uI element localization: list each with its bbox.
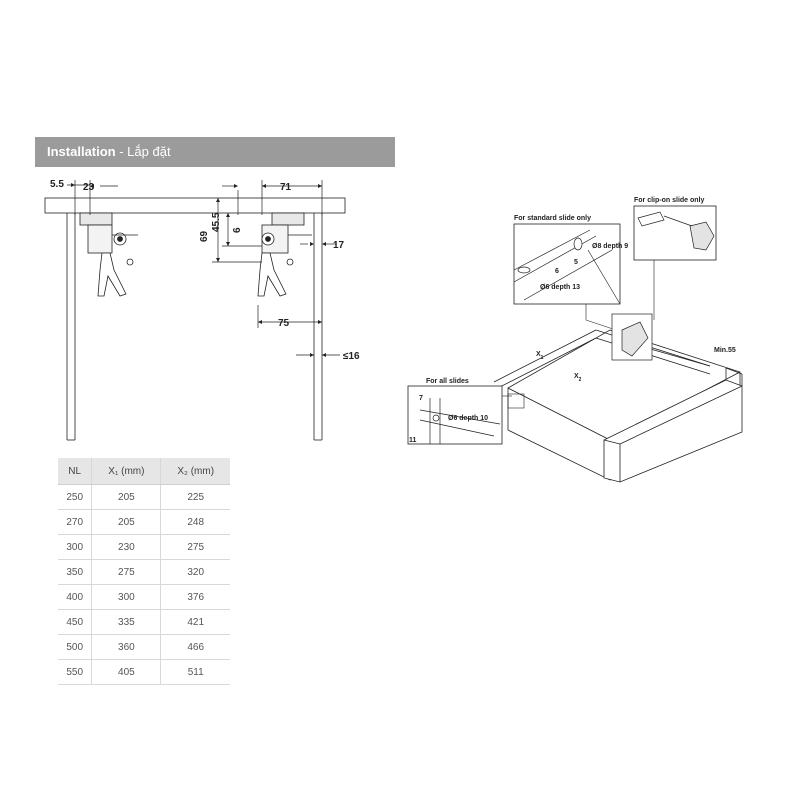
label-standard-slide: For standard slide only bbox=[514, 215, 591, 222]
section-title: Installation - Lắp đặt bbox=[47, 144, 171, 159]
dim-le16: ≤16 bbox=[343, 351, 360, 362]
right-slide-mechanism bbox=[257, 212, 312, 297]
dim-5-5: 5.5 bbox=[50, 179, 64, 190]
table-cell: 350 bbox=[58, 559, 92, 585]
table-cell: 360 bbox=[91, 634, 161, 660]
table-cell: 400 bbox=[58, 584, 92, 610]
dim-6: 6 bbox=[232, 227, 243, 233]
label-d6-depth13: Ø6 depth 13 bbox=[540, 284, 580, 291]
label-all-slides: For all slides bbox=[426, 378, 469, 385]
table-cell: 250 bbox=[58, 484, 92, 510]
table-cell: 275 bbox=[91, 559, 161, 585]
label-d8-depth9: Ø8 depth 9 bbox=[592, 243, 628, 250]
inset-all-slides bbox=[407, 385, 525, 445]
label-7: 7 bbox=[419, 395, 423, 402]
table-cell: 450 bbox=[58, 609, 92, 635]
dim-17: 17 bbox=[333, 240, 345, 251]
table-cell: 405 bbox=[91, 659, 161, 685]
table-cell: 376 bbox=[160, 584, 230, 610]
table-header-x2: X₂ (mm) bbox=[160, 458, 230, 485]
label-x2: X2 bbox=[574, 373, 582, 383]
left-slide-mechanism bbox=[79, 212, 138, 297]
title-rest: - Lắp đặt bbox=[115, 144, 171, 159]
label-d6-depth10: Ø6 depth 10 bbox=[448, 415, 488, 422]
table-cell: 335 bbox=[91, 609, 161, 635]
table-cell: 248 bbox=[160, 509, 230, 535]
inset-standard-slide bbox=[513, 223, 623, 333]
table-cell: 205 bbox=[91, 509, 161, 535]
table-cell: 320 bbox=[160, 559, 230, 585]
drawer-body bbox=[493, 329, 743, 483]
title-bold: Installation bbox=[47, 144, 116, 159]
label-min55: Min.55 bbox=[714, 347, 736, 354]
top-panel bbox=[44, 197, 346, 214]
label-x1: X1 bbox=[536, 351, 544, 361]
table-cell: 511 bbox=[160, 659, 230, 685]
table-header-nl: NL bbox=[58, 458, 92, 485]
table-cell: 300 bbox=[91, 584, 161, 610]
table-cell: 225 bbox=[160, 484, 230, 510]
inset-clip-on-slide bbox=[633, 205, 717, 320]
table-cell: 421 bbox=[160, 609, 230, 635]
table-header-x1: X₁ (mm) bbox=[91, 458, 161, 485]
label-clip-on-slide: For clip-on slide only bbox=[634, 197, 705, 204]
table-header-row: NL X₁ (mm) X₂ (mm) bbox=[58, 458, 230, 485]
drawer-slide-mechanism bbox=[611, 313, 653, 361]
dim-69: 69 bbox=[199, 230, 210, 242]
dim-71: 71 bbox=[280, 182, 292, 193]
label-11: 11 bbox=[409, 437, 417, 444]
table-cell: 550 bbox=[58, 659, 92, 685]
dim-23: 23 bbox=[83, 182, 95, 193]
table-cell: 500 bbox=[58, 634, 92, 660]
dimension-arrows bbox=[71, 183, 326, 357]
label-6: 6 bbox=[555, 268, 559, 275]
table-cell: 300 bbox=[58, 534, 92, 560]
table-cell: 205 bbox=[91, 484, 161, 510]
table-cell: 230 bbox=[91, 534, 161, 560]
table-cell: 270 bbox=[58, 509, 92, 535]
label-5: 5 bbox=[574, 259, 578, 266]
table-cell: 275 bbox=[160, 534, 230, 560]
section-header: Installation - Lắp đặt bbox=[35, 137, 395, 167]
table-cell: 466 bbox=[160, 634, 230, 660]
dim-45-5: 45.5 bbox=[211, 212, 222, 232]
dim-75: 75 bbox=[278, 318, 290, 329]
